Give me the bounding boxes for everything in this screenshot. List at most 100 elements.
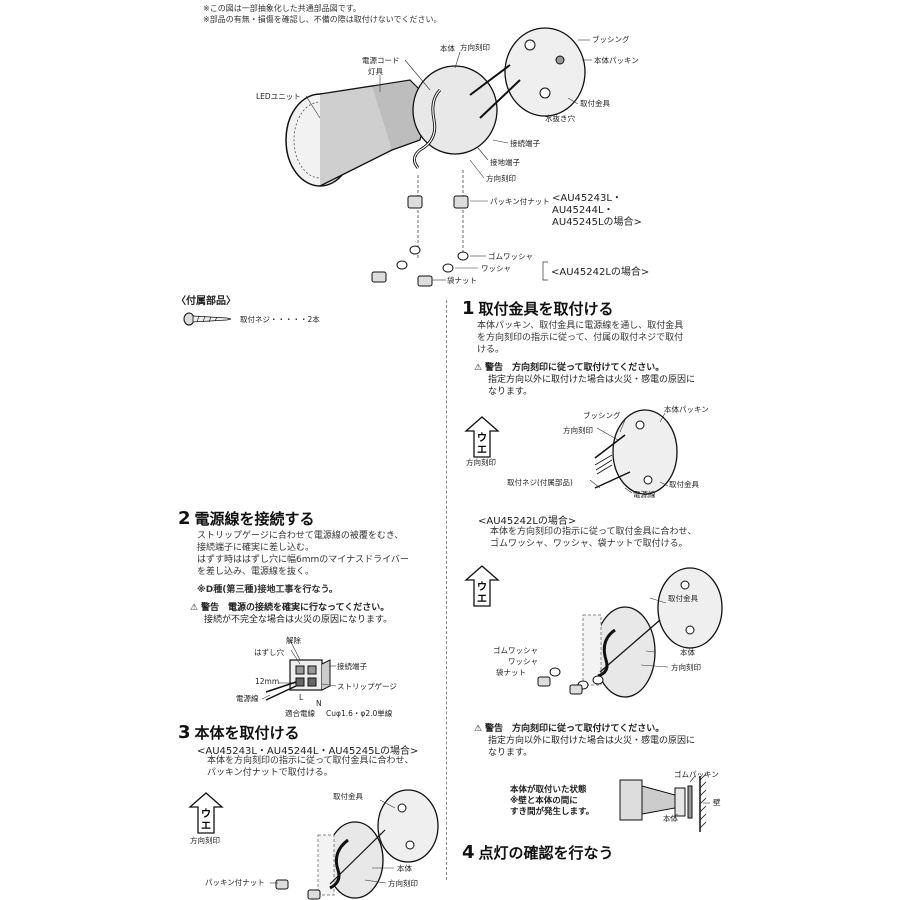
- au45242l-body-line1: 本体を方向刻印の指示に従って取付金具に合わせ、: [490, 527, 697, 537]
- au45242l-houkou: 方向刻印: [671, 663, 701, 672]
- au45242l-warn-line2: なります。: [488, 748, 533, 758]
- step1-bushing: ブッシング: [583, 411, 621, 420]
- label-houkou-top: 方向刻印: [460, 43, 490, 52]
- step1-kanagu-label: 取付金具: [669, 480, 699, 489]
- step3-body: 本体を方向刻印の指示に従って取付金具に合わせ、 パッキン付ナットで取付ける。: [207, 755, 414, 779]
- mounted-line1: 本体が取付いた状態: [510, 785, 587, 795]
- step2-warn-line1: 接続が不完全な場合は火災の原因になります。: [204, 615, 393, 625]
- step2-note: ※D種(第三種)接地工事を行なう。: [197, 585, 338, 595]
- mounted-line3: すき間が発生します。: [510, 807, 595, 817]
- model-group-b: <AU45242Lの場合>: [551, 267, 650, 278]
- step1-warn-line2: なります。: [488, 387, 533, 397]
- step1-body-line3: ける。: [477, 345, 505, 355]
- label-setchi: 接地端子: [490, 158, 520, 167]
- label-kigu: 灯具: [368, 67, 383, 76]
- direction-arrow-icon-2: ウ エ: [464, 565, 500, 607]
- step2-warn-title: 警告 電源の接続を確実に行なってください。: [200, 603, 390, 613]
- arrow-glyph-top-2: ウ: [477, 581, 487, 593]
- arrow-glyph-bottom-3: エ: [201, 821, 211, 832]
- label-washer: ワッシャ: [481, 264, 511, 273]
- step3-sub: <AU45243L・AU45244L・AU45245Lの場合>: [197, 746, 419, 757]
- step2-body-line2: 接続端子に確実に差し込む。: [197, 543, 315, 553]
- label-setsuzoku: 接続端子: [510, 139, 540, 148]
- arrow-glyph-top: ウ: [477, 432, 487, 444]
- label-gom-washer: ゴムワッシャ: [488, 252, 533, 261]
- step2-hazushi-ana: はずし穴: [254, 648, 284, 657]
- au45242l-heading: <AU45242Lの場合>: [478, 516, 577, 527]
- au45242l-washer: ワッシャ: [508, 657, 538, 666]
- step3-kanagu: 取付金具: [333, 792, 363, 801]
- top-note-2: ※部品の有無・損傷を確認し、不備の際は取付けないでください。: [203, 15, 442, 24]
- step1-title-text: 取付金具を取付ける: [478, 300, 614, 318]
- step1-houkou-arrow-label: 方向刻印: [466, 458, 496, 467]
- label-packing-nut: パッキン付ナット: [490, 197, 550, 206]
- model-group-a-line3: AU45245Lの場合>: [552, 217, 642, 228]
- au45242l-kanagu: 取付金具: [668, 594, 698, 603]
- arrow-glyph-bottom: エ: [477, 445, 487, 456]
- step2-title-text: 電源線を接続する: [194, 510, 315, 528]
- au45242l-warn-line1: 指定方向以外に取付けた場合は火災・感電の原因に: [488, 736, 696, 746]
- step2-setsuzoku-tanshi: 接続端子: [337, 662, 367, 671]
- step1-houkou-kokuin: 方向刻印: [563, 426, 593, 435]
- step2-body-line3: はずす時ははずし穴に幅6mmのマイナスドライバー: [197, 555, 409, 565]
- step2-dengen: 電源線: [236, 694, 259, 703]
- accessories-heading: 〈付属部品〉: [176, 296, 236, 307]
- label-fukuro-nut: 袋ナット: [447, 276, 477, 285]
- step1-warning: ⚠ 警告 方向刻印に従って取付けてください。 指定方向以外に取付けた場合は火災・…: [474, 362, 695, 398]
- step2-body-line1: ストリップゲージに合わせて電源線の被覆をむき、: [197, 531, 404, 541]
- mount-plate: [504, 27, 586, 117]
- step2-strip-gauge: ストリップゲージ: [337, 682, 397, 691]
- screw-icon: [183, 312, 232, 326]
- mounted-gom-packing: ゴムパッキン: [674, 770, 719, 779]
- label-houkou-bottom: 方向刻印: [486, 174, 516, 183]
- step2-length: 12mm: [255, 677, 280, 686]
- step1-body: 本体パッキン、取付金具に電源線を通し、取付金具 を方向刻印の指示に従って、付属の…: [477, 320, 683, 356]
- au45242l-fukuro-nut: 袋ナット: [496, 668, 526, 677]
- label-led-unit: LEDユニット: [256, 92, 301, 101]
- packing-nut-1: [407, 195, 423, 209]
- step3-number: 3: [178, 722, 191, 743]
- step2-wire-spec: Cuφ1.6・φ2.0単線: [326, 709, 393, 718]
- mounted-label: 本体が取付いた状態 ※壁と本体の間に すき間が発生します。: [510, 785, 594, 818]
- arrow-glyph-top-3: ウ: [201, 808, 211, 820]
- direction-arrow-icon: ウ エ: [464, 416, 500, 458]
- step3-body-line2: パッキン付ナットで取付ける。: [207, 768, 333, 778]
- top-note-1: ※この図は一部抽象化した共通部品図です。: [203, 4, 361, 13]
- au45242l-body-line2: ゴムワッシャ、ワッシャ、袋ナットで取付ける。: [490, 539, 688, 549]
- step2-l: L: [299, 693, 304, 702]
- packing-nut-2: [453, 195, 469, 209]
- mounted-wall: 壁: [713, 798, 721, 807]
- step1-body-line1: 本体パッキン、取付金具に電源線を通し、取付金具: [477, 321, 684, 331]
- step1-body-line2: を方向刻印の指示に従って、付属の取付ネジで取付: [477, 333, 684, 343]
- column-divider: [446, 300, 447, 880]
- step2-warning: ⚠ 警告 電源の接続を確実に行なってください。 接続が不完全な場合は火災の原因に…: [190, 602, 392, 626]
- au45242l-warn-title: 警告 方向刻印に従って取付けてください。: [484, 724, 665, 734]
- model-group-a-line1: <AU45243L・: [552, 193, 622, 204]
- label-honntai-packing: 本体パッキン: [594, 56, 639, 65]
- step3-honntai: 本体: [397, 864, 412, 873]
- step2-body: ストリップゲージに合わせて電源線の被覆をむき、 接続端子に確実に差し込む。 はず…: [197, 530, 409, 578]
- au45242l-honntai: 本体: [680, 648, 695, 657]
- step3-houkou: 方向刻印: [388, 879, 418, 888]
- step4-number: 4: [462, 842, 475, 863]
- step1-warn-line1: 指定方向以外に取付けた場合は火災・感電の原因に: [488, 375, 696, 385]
- step1-number: 1: [462, 298, 475, 319]
- overview-diagram: [285, 27, 592, 287]
- direction-arrow-icon-3: ウ エ: [188, 792, 224, 834]
- step2-tekigou: 適合電線: [285, 709, 315, 718]
- label-honntai: 本体: [440, 44, 455, 53]
- model-group-a-line2: AU45244L・: [552, 205, 614, 216]
- step2-n: N: [316, 699, 322, 708]
- cap-nut-1: [371, 271, 387, 283]
- cap-nut-2: [417, 275, 433, 287]
- label-toritsuke-kanagu: 取付金具: [580, 99, 610, 108]
- warning-icon-3: ⚠: [190, 603, 199, 613]
- accessories-item: 取付ネジ・・・・・2本: [240, 315, 320, 324]
- step2-body-line4: を差し込み、電源線を抜く。: [197, 567, 315, 577]
